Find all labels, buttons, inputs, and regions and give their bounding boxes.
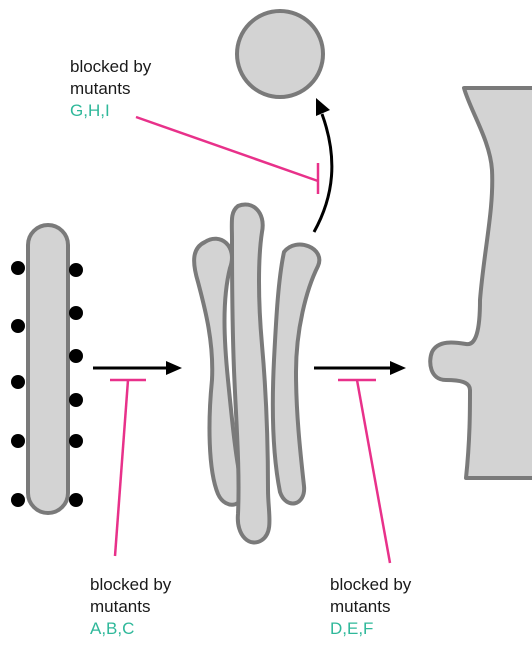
- golgi-cisterna-right: [273, 245, 319, 504]
- label-golgi-to-membrane-block: blocked by mutants D,E,F: [330, 574, 411, 640]
- label-line: mutants: [330, 596, 411, 618]
- label-er-to-golgi-block: blocked by mutants A,B,C: [90, 574, 171, 640]
- label-golgi-to-vesicle-block: blocked by mutants G,H,I: [70, 56, 151, 122]
- label-line: mutants: [70, 78, 151, 100]
- label-line: mutants: [90, 596, 171, 618]
- er-to-golgi-arrow: [93, 361, 182, 375]
- golgi-apparatus: [194, 204, 319, 542]
- inhibitor-abc: [110, 380, 146, 556]
- label-line: blocked by: [70, 56, 151, 78]
- label-line: blocked by: [330, 574, 411, 596]
- endoplasmic-reticulum: [11, 225, 83, 513]
- inhibitor-ghi: [136, 117, 318, 194]
- label-line: blocked by: [90, 574, 171, 596]
- golgi-to-membrane-arrow: [314, 361, 406, 375]
- mutant-list: A,B,C: [90, 618, 171, 640]
- secretory-vesicle: [237, 11, 323, 97]
- mutant-list: G,H,I: [70, 100, 151, 122]
- plasma-membrane: [430, 88, 532, 478]
- mutant-list: D,E,F: [330, 618, 411, 640]
- golgi-to-vesicle-arrow: [314, 98, 332, 232]
- golgi-cisterna-center: [232, 204, 270, 542]
- inhibitor-def: [338, 380, 390, 563]
